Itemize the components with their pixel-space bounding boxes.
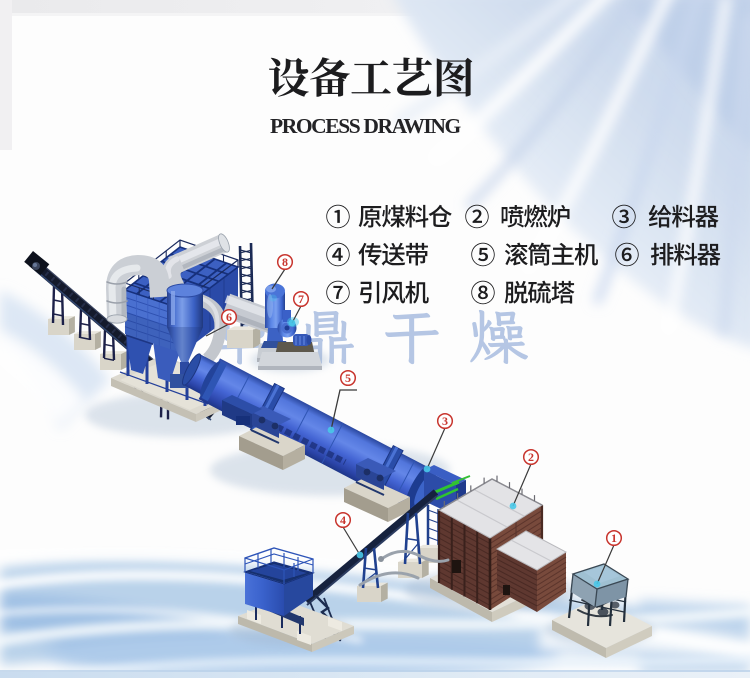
svg-text:2: 2	[528, 450, 534, 464]
svg-text:5: 5	[345, 371, 351, 385]
svg-text:6: 6	[226, 310, 232, 324]
svg-text:7: 7	[298, 292, 304, 306]
svg-text:3: 3	[442, 414, 448, 428]
svg-text:PROCESS DRAWING: PROCESS DRAWING	[270, 114, 462, 138]
svg-text:1: 1	[611, 531, 617, 545]
svg-text:8: 8	[282, 255, 288, 269]
svg-text:4: 4	[340, 513, 346, 527]
